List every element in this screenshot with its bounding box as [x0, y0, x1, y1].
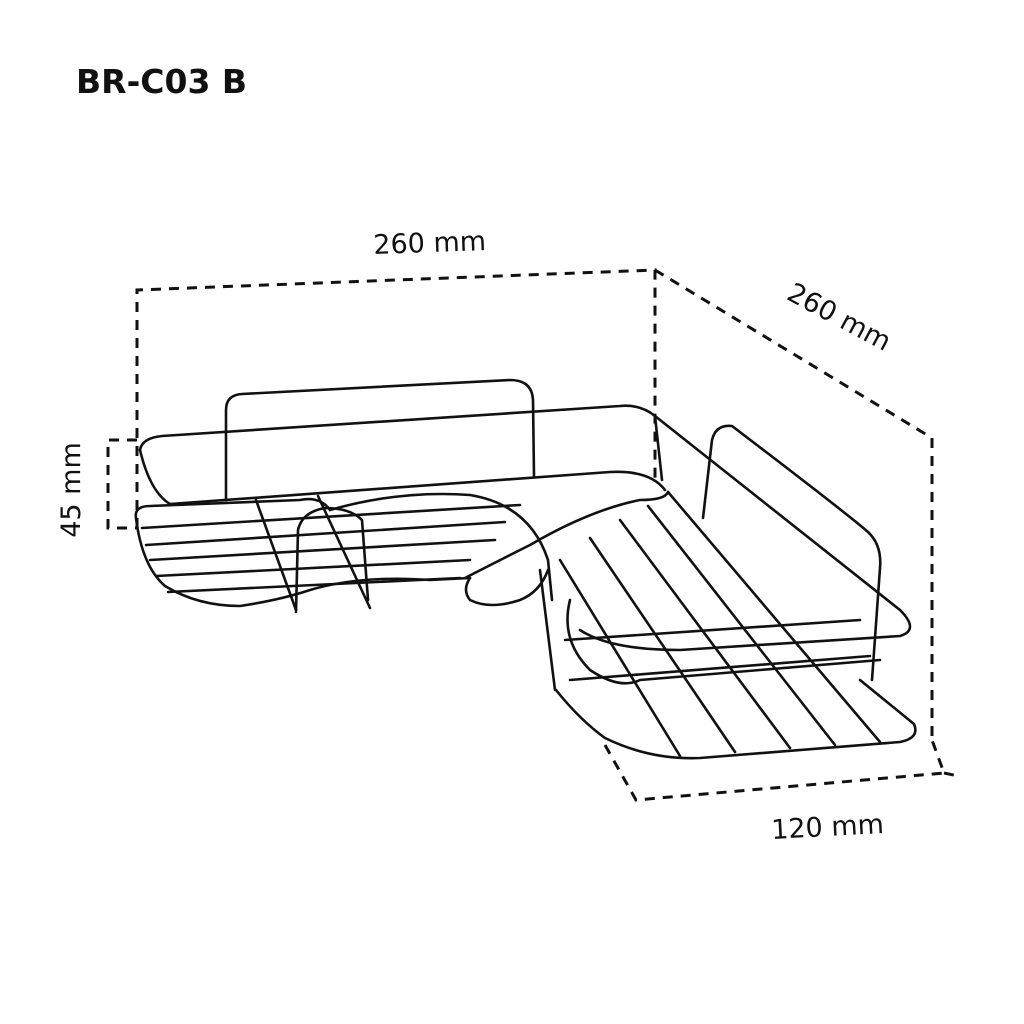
- dimension-lines: [106, 268, 959, 802]
- right-arm-wires: [538, 490, 882, 758]
- back-plate-right: [701, 424, 882, 682]
- dimension-label-height: 45 mm: [56, 442, 87, 538]
- right-arm-outline: [554, 598, 917, 760]
- dimension-tick: [943, 771, 959, 778]
- left-arm-wires: [140, 494, 522, 612]
- dimension-line-shelf-depth: [603, 739, 947, 802]
- corner-sweep: [328, 490, 670, 607]
- left-hanger: [294, 506, 370, 614]
- dimension-label-depth: 260 mm: [782, 277, 896, 357]
- dimension-line-width: [135, 268, 657, 528]
- back-plate-left: [224, 378, 536, 502]
- dimension-line-height: [106, 438, 137, 530]
- corner-basket-illustration: [134, 378, 917, 760]
- top-rim: [138, 404, 912, 652]
- dimension-label-shelf-depth: 120 mm: [770, 809, 884, 846]
- dimension-line-depth: [654, 268, 934, 740]
- product-title: BR-C03 B: [76, 62, 248, 101]
- dimension-label-width: 260 mm: [373, 226, 487, 261]
